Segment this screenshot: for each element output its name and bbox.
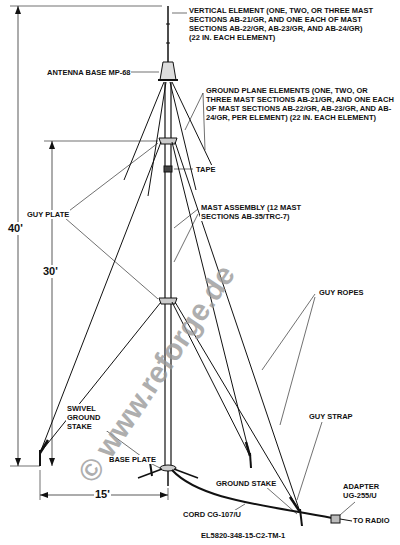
part-label: GUY PLATE xyxy=(26,210,70,219)
part-label: GUY ROPES xyxy=(318,288,364,297)
part-label: ANTENNA BASE MP-68 xyxy=(46,68,131,77)
part-label: TAPE xyxy=(195,165,216,174)
part-label: GROUND STAKE xyxy=(215,479,277,488)
drawing-number: EL5820-348-15-C2-TM-1 xyxy=(200,531,286,540)
part-label: GUY STRAP xyxy=(308,412,354,421)
dimension: 40' xyxy=(7,222,24,235)
part-label: TO RADIO xyxy=(352,516,391,525)
part-label: MAST ASSEMBLY (12 MAST SECTIONS AB-35/TR… xyxy=(200,203,312,221)
dimension: 30' xyxy=(42,265,59,278)
part-label: GROUND PLANE ELEMENTS (ONE, TWO, OR THRE… xyxy=(205,86,395,122)
dimension: 15' xyxy=(94,488,111,501)
part-label: ADAPTER UG-255/U xyxy=(342,482,396,500)
part-label: VERTICAL ELEMENT (ONE, TWO, OR THREE MAS… xyxy=(188,6,375,42)
part-label: CORD CG-107/U xyxy=(182,510,242,519)
